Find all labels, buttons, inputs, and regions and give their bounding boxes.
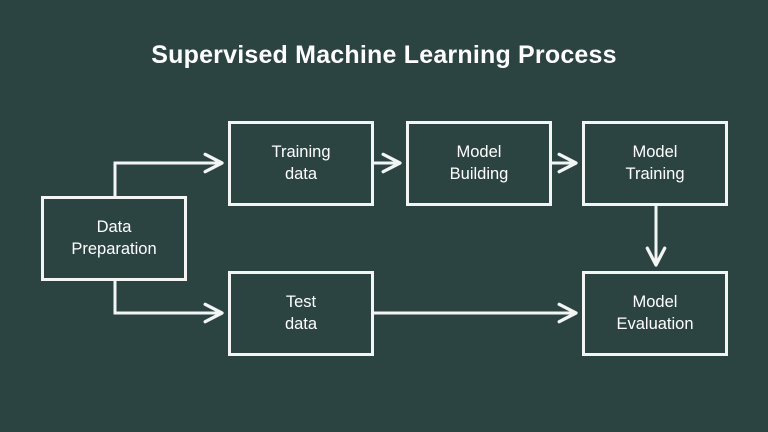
edge-data-preparation-to-test-data (113, 281, 224, 324)
edge-data-preparation-to-training-data (113, 152, 224, 196)
node-test-data[interactable]: Test data (228, 271, 374, 356)
node-model-building[interactable]: Model Building (406, 121, 552, 206)
edge-group (113, 152, 667, 324)
node-label: Model Training (625, 142, 685, 183)
node-label: Test data (284, 292, 318, 333)
node-data-preparation[interactable]: Data Preparation (41, 196, 187, 281)
node-label: Training data (271, 142, 331, 183)
node-model-training[interactable]: Model Training (582, 121, 728, 206)
node-training-data[interactable]: Training data (228, 121, 374, 206)
node-model-evaluation[interactable]: Model Evaluation (582, 271, 728, 356)
page-title: Supervised Machine Learning Process (151, 41, 617, 69)
node-label: Data Preparation (71, 217, 157, 258)
node-label: Model Evaluation (616, 292, 694, 333)
node-label: Model Building (449, 142, 509, 183)
